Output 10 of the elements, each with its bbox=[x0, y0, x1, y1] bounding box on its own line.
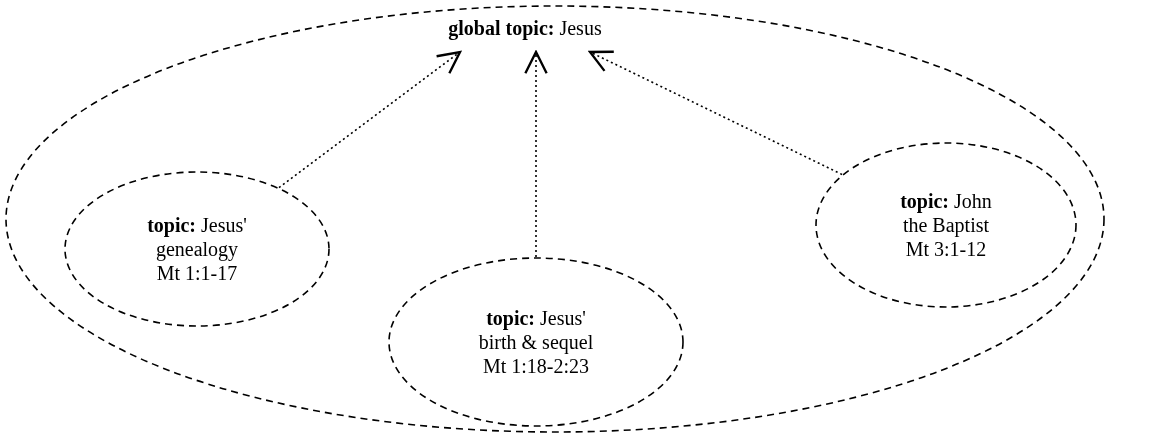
topic-label: topic: John the Baptist bbox=[899, 189, 993, 237]
dotted-arrow bbox=[588, 50, 843, 176]
topic-label: topic: Jesus' birth & sequel bbox=[477, 306, 595, 354]
verse-reference: Mt 1:18-2:23 bbox=[482, 354, 590, 378]
verse-reference: Mt 3:1-12 bbox=[905, 237, 987, 261]
topic-label: global topic: Jesus bbox=[448, 16, 602, 40]
dotted-arrow bbox=[278, 50, 462, 189]
dotted-arrow bbox=[524, 50, 548, 258]
verse-reference: Mt 1:1-17 bbox=[156, 261, 238, 285]
topic-label: topic: Jesus' genealogy bbox=[146, 213, 248, 261]
